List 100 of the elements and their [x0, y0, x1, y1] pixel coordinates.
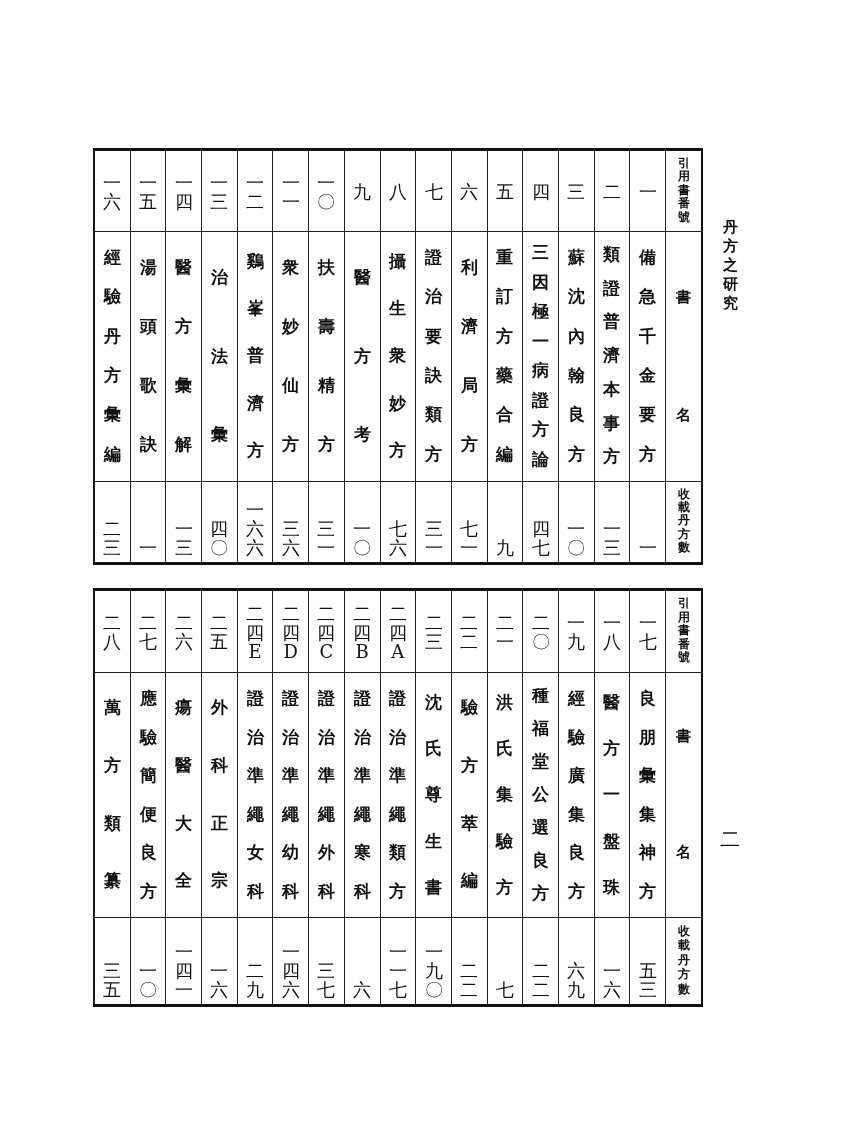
- header-cell: 收載丹方數: [665, 918, 701, 1004]
- count-cell: 一〇: [557, 482, 594, 562]
- count-cell: 一〇: [129, 918, 166, 1004]
- number-cell: 一一: [272, 151, 309, 232]
- count-cell: 四〇: [201, 482, 237, 562]
- number-cell: 二四B: [343, 591, 380, 673]
- title-cell: 醫方彙解: [165, 232, 202, 482]
- header-cell: 收載丹方數: [665, 482, 701, 562]
- count-cell: 三五: [94, 918, 130, 1004]
- title-cell: 湯頭歌訣: [129, 232, 166, 482]
- number-cell: 一: [629, 151, 665, 232]
- count-cell: 二二: [522, 918, 558, 1004]
- count-cell: 三七: [308, 918, 344, 1004]
- title-cell: 應驗簡便良方: [129, 673, 166, 918]
- count-cell: 七: [486, 918, 523, 1004]
- count-cell: 二九: [236, 918, 273, 1004]
- count-cell: 七一: [450, 482, 487, 562]
- number-cell: 二四C: [308, 591, 344, 673]
- count-cell: 一四一: [165, 918, 202, 1004]
- number-cell: 五: [486, 151, 523, 232]
- number-cell: 七: [415, 151, 451, 232]
- count-cell: 一: [629, 482, 665, 562]
- number-cell: 一〇: [308, 151, 344, 232]
- title-cell: 證治準繩類方: [379, 673, 416, 918]
- count-cell: 三一: [308, 482, 344, 562]
- count-cell: 一六六: [236, 482, 273, 562]
- page-number: 二: [720, 826, 740, 853]
- title-cell: 瘍醫大全: [165, 673, 202, 918]
- count-cell: 一六: [201, 918, 237, 1004]
- number-cell: 一三: [201, 151, 237, 232]
- header-cell: 書名: [665, 673, 701, 918]
- number-cell: 二四A: [379, 591, 416, 673]
- number-cell: 二一: [486, 591, 523, 673]
- title-cell: 種福堂公選良方: [522, 673, 558, 918]
- title-cell: 治法彙: [201, 232, 237, 482]
- number-cell: 二三: [415, 591, 451, 673]
- count-cell: 七六: [379, 482, 416, 562]
- number-cell: 一六: [94, 151, 130, 232]
- title-cell: 蘇沈內翰良方: [557, 232, 594, 482]
- header-cell: 引用書番號: [665, 591, 701, 673]
- title-cell: 驗方萃編: [450, 673, 487, 918]
- number-cell: 三: [557, 151, 594, 232]
- number-cell: 一四: [165, 151, 202, 232]
- count-cell: 四七: [522, 482, 558, 562]
- title-cell: 衆妙仙方: [272, 232, 309, 482]
- count-cell: 一一七: [379, 918, 416, 1004]
- title-cell: 良朋彙集神方: [629, 673, 665, 918]
- number-cell: 二: [593, 151, 630, 232]
- count-cell: 三一: [415, 482, 451, 562]
- header-cell: 引用書番號: [665, 151, 701, 232]
- title-cell: 備急千金要方: [629, 232, 665, 482]
- title-cell: 重訂方藥合編: [486, 232, 523, 482]
- count-cell: 二二: [450, 918, 487, 1004]
- count-cell: 一三: [593, 482, 630, 562]
- number-cell: 二二: [450, 591, 487, 673]
- number-cell: 二八: [94, 591, 130, 673]
- count-cell: 一: [129, 482, 166, 562]
- number-cell: 一二: [236, 151, 273, 232]
- number-cell: 二四E: [236, 591, 273, 673]
- count-cell: 一六: [593, 918, 630, 1004]
- number-cell: 二四D: [272, 591, 309, 673]
- title-cell: 萬方類纂: [94, 673, 130, 918]
- number-cell: 九: [343, 151, 380, 232]
- count-cell: 六: [343, 918, 380, 1004]
- title-cell: 利濟局方: [450, 232, 487, 482]
- title-cell: 外科正宗: [201, 673, 237, 918]
- title-cell: 經驗丹方彙編: [94, 232, 130, 482]
- count-cell: 一〇: [343, 482, 380, 562]
- number-cell: 一八: [593, 591, 630, 673]
- count-cell: 三六: [272, 482, 309, 562]
- count-cell: 五三: [629, 918, 665, 1004]
- number-cell: 六: [450, 151, 487, 232]
- title-cell: 證治準繩幼科: [272, 673, 309, 918]
- title-cell: 沈氏尊生書: [415, 673, 451, 918]
- number-cell: 一七: [629, 591, 665, 673]
- number-cell: 二七: [129, 591, 166, 673]
- title-cell: 扶壽精方: [308, 232, 344, 482]
- title-cell: 醫方一盤珠: [593, 673, 630, 918]
- count-cell: 二三: [94, 482, 130, 562]
- running-head: 丹方之研究: [722, 218, 739, 313]
- title-cell: 證治要訣類方: [415, 232, 451, 482]
- title-cell: 證治準繩外科: [308, 673, 344, 918]
- title-cell: 鷄峯普濟方: [236, 232, 273, 482]
- number-cell: 一五: [129, 151, 166, 232]
- number-cell: 二六: [165, 591, 202, 673]
- number-cell: 四: [522, 151, 558, 232]
- header-cell: 書名: [665, 232, 701, 482]
- count-cell: 一九〇: [415, 918, 451, 1004]
- count-cell: 一三: [165, 482, 202, 562]
- count-cell: 一四六: [272, 918, 309, 1004]
- title-cell: 醫方考: [343, 232, 380, 482]
- count-cell: 九: [486, 482, 523, 562]
- title-cell: 證治準繩女科: [236, 673, 273, 918]
- title-cell: 經驗廣集良方: [557, 673, 594, 918]
- title-cell: 證治準繩寒科: [343, 673, 380, 918]
- number-cell: 一九: [557, 591, 594, 673]
- count-cell: 六九: [557, 918, 594, 1004]
- number-cell: 八: [379, 151, 416, 232]
- title-cell: 洪氏集驗方: [486, 673, 523, 918]
- title-cell: 攝生衆妙方: [379, 232, 416, 482]
